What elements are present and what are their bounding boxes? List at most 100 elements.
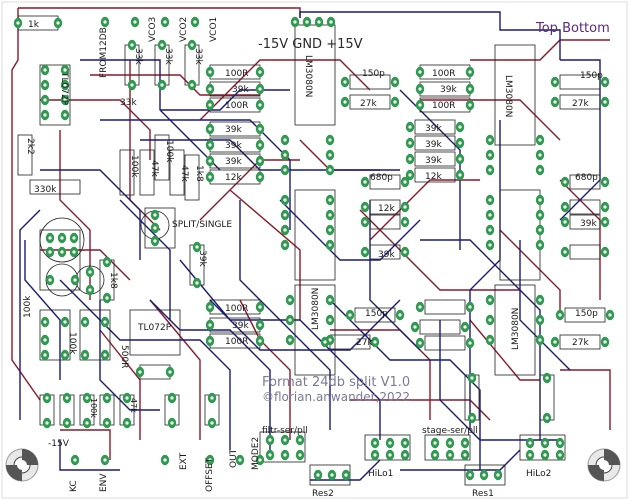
- pad-drill-hole: [60, 236, 64, 240]
- pad-drill-hole: [545, 376, 549, 380]
- label-r-12k-c: 12k: [378, 204, 395, 214]
- pad-drill-hole: [283, 198, 287, 202]
- pad-drill-hole: [463, 453, 467, 457]
- pad-drill-hole: [48, 250, 52, 254]
- pad-drill-hole: [343, 100, 347, 104]
- pad-drill-hole: [418, 103, 422, 107]
- pad-drill-hole: [208, 103, 212, 107]
- pad-drill-hole: [608, 313, 612, 317]
- pad-drill-hole: [558, 313, 562, 317]
- pad-drill-hole: [133, 20, 137, 24]
- pad-drill-hole: [190, 83, 194, 87]
- board-credit: ©florian.anwander,2022: [262, 390, 410, 404]
- pad-drill-hole: [258, 143, 262, 147]
- label-r-100k-b: 100k: [164, 140, 174, 163]
- pad-drill-hole: [553, 100, 557, 104]
- pad-drill-hole: [433, 453, 437, 457]
- pad-drill-hole: [408, 125, 412, 129]
- pad-drill-hole: [463, 325, 467, 329]
- label-r-100k-d: 100k: [67, 332, 77, 355]
- pad-drill-hole: [388, 453, 392, 457]
- pad-drill-hole: [163, 20, 167, 24]
- pad-drill-hole: [73, 278, 77, 282]
- pad-drill-hole: [210, 396, 214, 400]
- label-r-39k-j: 39k: [580, 219, 597, 229]
- pad-drill-hole: [328, 318, 332, 322]
- pad-drill-hole: [458, 157, 462, 161]
- pad-drill-hole: [488, 338, 492, 342]
- silkscreen-labels: Top Bottom -15V GND +15V Format 24db spl…: [23, 17, 610, 499]
- pad-drill-hole: [170, 421, 174, 425]
- pad-drill-hole: [88, 270, 92, 274]
- pad-drill-hole: [603, 220, 607, 224]
- pad-drill-hole: [603, 180, 607, 184]
- pad-drill-hole: [73, 458, 77, 462]
- pad-drill-hole: [293, 20, 297, 24]
- pad-drill-hole: [190, 43, 194, 47]
- pad-drill-hole: [403, 220, 407, 224]
- pad-drill-hole: [105, 260, 109, 264]
- pad-drill-hole: [363, 220, 367, 224]
- label-c-150p-b: 150p: [580, 71, 603, 81]
- pad-drill-hole: [388, 441, 392, 445]
- pad-drill-hole: [538, 213, 542, 217]
- pad-drill-hole: [408, 141, 412, 145]
- pad-drill-hole: [373, 340, 377, 344]
- pad-drill-hole: [553, 80, 557, 84]
- label-c-150p-c: 150p: [365, 309, 388, 319]
- label-vco3: VCO3: [148, 17, 158, 42]
- pad-drill-hole: [88, 288, 92, 292]
- pad-drill-hole: [603, 80, 607, 84]
- pad-drill-hole: [468, 103, 472, 107]
- label-res1: Res1: [472, 489, 494, 499]
- pad-drill-hole: [43, 83, 47, 87]
- pad-drill-hole: [538, 198, 542, 202]
- pad-drill-hole: [403, 205, 407, 209]
- pad-drill-hole: [43, 353, 47, 357]
- pad-drill-hole: [538, 168, 542, 172]
- label-vco1: VCO1: [209, 17, 219, 42]
- pad-drill-hole: [468, 87, 472, 91]
- pad-drill-hole: [63, 98, 67, 102]
- pad-drill-hole: [65, 396, 69, 400]
- label-r-39k-g: 39k: [425, 140, 442, 150]
- label-c-680p-b: 680p: [575, 173, 598, 183]
- label-r-39k-k: 39k: [197, 250, 207, 267]
- pad-drill-hole: [72, 236, 76, 240]
- pad-drill-hole: [496, 473, 500, 477]
- pad-drill-hole: [403, 453, 407, 457]
- label-r-27k-c: 27k: [356, 338, 373, 348]
- solder-pads: [13, 16, 615, 481]
- pad-drill-hole: [72, 250, 76, 254]
- pad-drill-hole: [563, 250, 567, 254]
- label-r-27k-a: 27k: [360, 99, 377, 109]
- pad-drill-hole: [538, 338, 542, 342]
- pad-drill-hole: [468, 70, 472, 74]
- pad-drill-hole: [470, 376, 474, 380]
- pad-drill-hole: [170, 396, 174, 400]
- label-r-33k-b: 33k: [163, 48, 173, 65]
- label-r-27k-b: 27k: [572, 99, 589, 109]
- label-r-47k-b: 47k: [179, 165, 189, 182]
- label-r-100r-c: 100R: [432, 69, 455, 79]
- pad-drill-hole: [458, 125, 462, 129]
- pad-drill-hole: [195, 281, 199, 285]
- pad-drill-hole: [238, 458, 242, 462]
- label-r-33k-a: 33k: [133, 48, 143, 65]
- corner-label: Top Bottom: [535, 21, 610, 36]
- pad-drill-hole: [418, 70, 422, 74]
- pad-drill-hole: [488, 213, 492, 217]
- label-env: ENV: [99, 473, 109, 492]
- pad-drill-hole: [488, 298, 492, 302]
- pad-drill-hole: [305, 20, 309, 24]
- label-hilo2: HiLo2: [526, 469, 551, 479]
- label-r-1k8-a: 1k8: [194, 165, 204, 182]
- pad-drill-hole: [105, 396, 109, 400]
- pad-drill-hole: [208, 458, 212, 462]
- pad-drill-hole: [288, 298, 292, 302]
- label-lm3080n-b: LM3080N: [503, 75, 513, 117]
- pad-drill-hole: [418, 87, 422, 91]
- label-r-100r-a: 100R: [225, 69, 248, 79]
- pad-drill-hole: [363, 205, 367, 209]
